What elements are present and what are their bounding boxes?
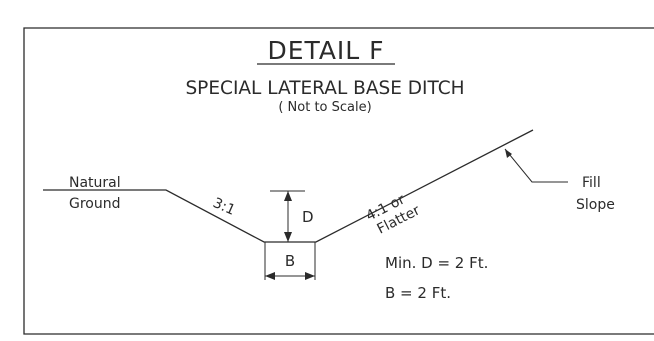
scale-note: ( Not to Scale) [278, 100, 371, 115]
base-arrow-right [305, 272, 315, 280]
ditch-profile [43, 129, 534, 243]
base-label: B [285, 252, 295, 270]
fill-slope-leader [504, 148, 568, 183]
drawing-border [23, 27, 654, 335]
base-width-note: B = 2 Ft. [385, 284, 451, 302]
fill-slope-label-line1: Fill [582, 175, 601, 191]
fill-slope-arrow [505, 149, 512, 158]
depth-arrow-top [284, 191, 292, 201]
detail-title: DETAIL F [267, 36, 384, 65]
depth-arrow-bottom [284, 232, 292, 242]
natural-ground-label-line1: Natural [69, 175, 121, 191]
min-depth-note: Min. D = 2 Ft. [385, 254, 488, 272]
natural-ground-label-line2: Ground [69, 196, 121, 212]
depth-label: D [302, 208, 314, 226]
base-arrow-left [265, 272, 275, 280]
fill-slope-label-line2: Slope [576, 197, 615, 213]
detail-subtitle: SPECIAL LATERAL BASE DITCH [185, 78, 464, 99]
